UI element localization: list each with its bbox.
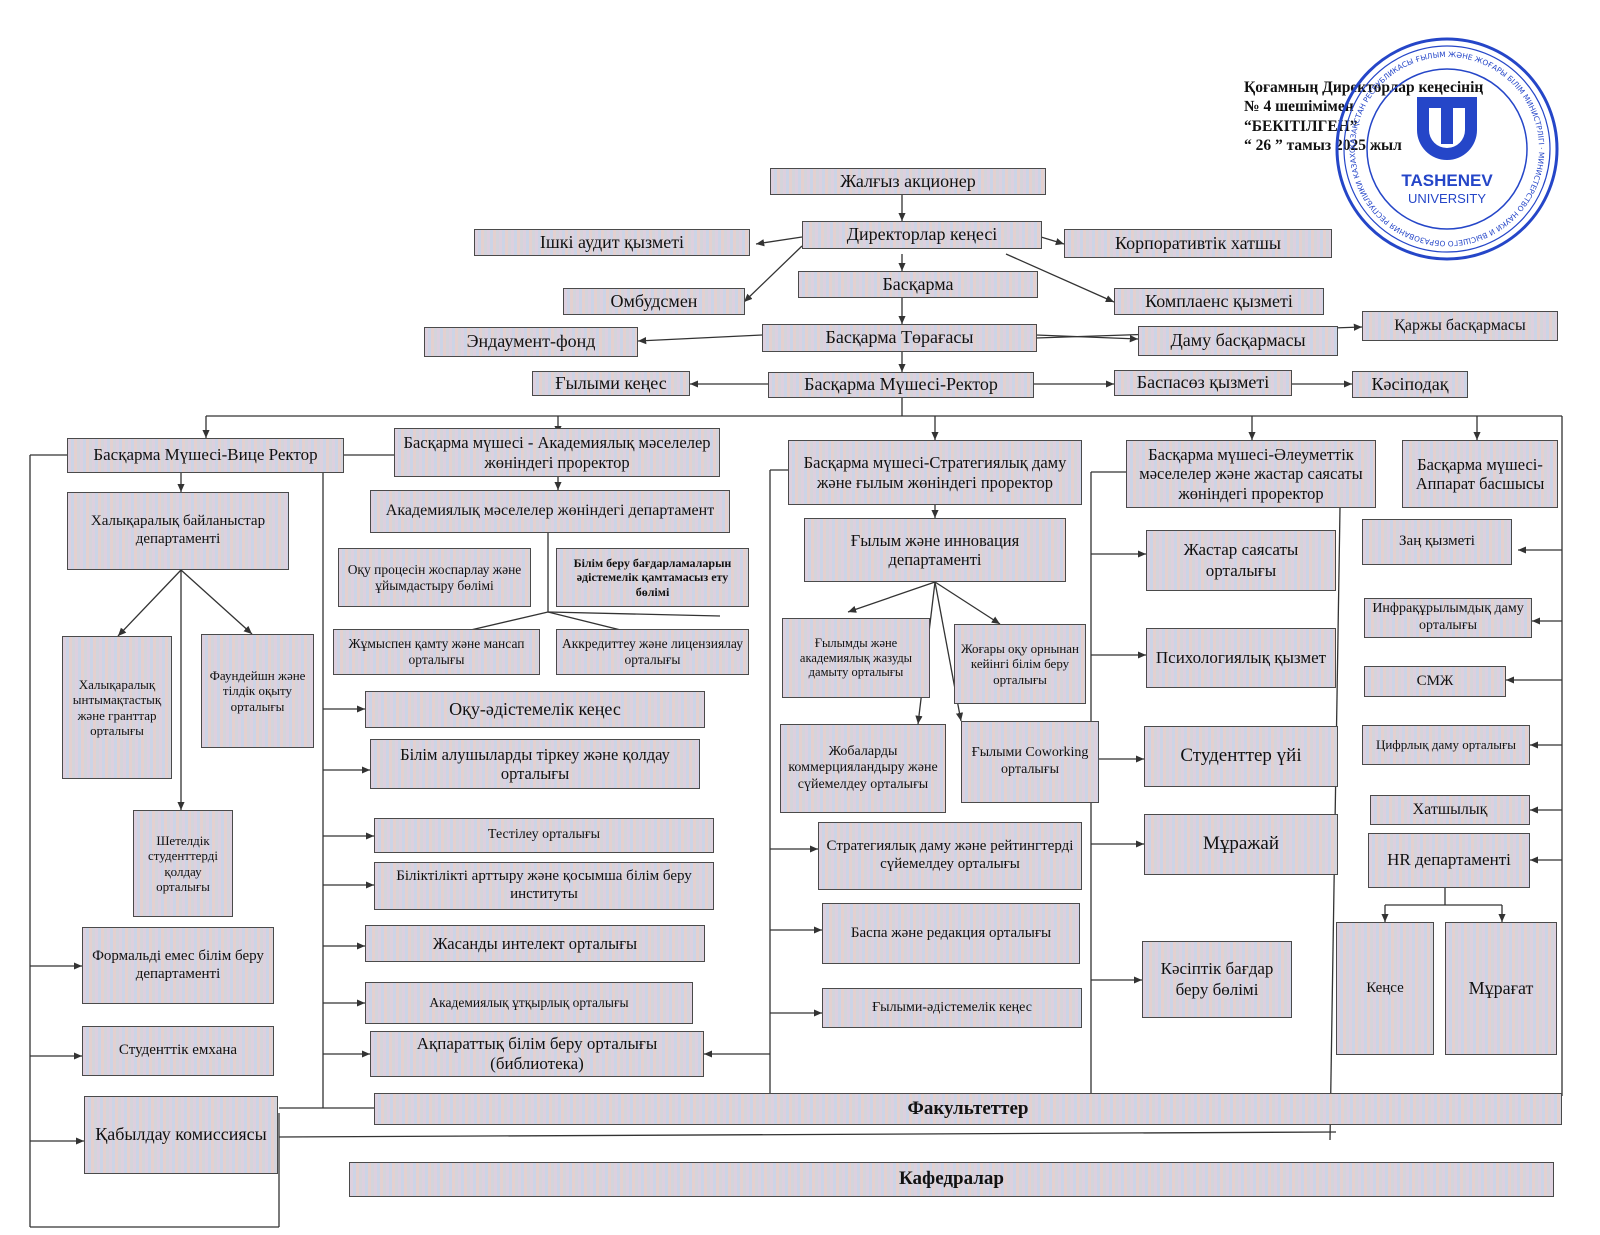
box-academic-writing: Ғылымды және академиялық жазуды дамыту о… [782, 618, 930, 698]
box-youth-policy: Жастар саясаты орталығы [1146, 530, 1336, 591]
box-infrastructure-development: Инфрақұрылымдық даму орталығы [1364, 598, 1532, 638]
box-digital-development: Цифрлық даму орталығы [1362, 725, 1530, 765]
box-project-commercialization: Жобаларды коммерцияландыру және сүйемелд… [780, 724, 946, 813]
box-information-library: Ақпараттық білім беру орталығы (библиоте… [370, 1031, 704, 1077]
box-qualification-institute: Біліктілікті арттыру және қосымша білім … [374, 862, 714, 910]
box-nonformal-education: Формальді емес білім беру департаменті [82, 927, 274, 1004]
box-apparatus-head: Басқарма мүшесі-Аппарат басшысы [1402, 440, 1558, 508]
box-international-relations: Халықаралық байланыстар департаменті [67, 492, 289, 570]
box-student-dormitory: Студенттер үйі [1144, 726, 1338, 787]
box-education-programs: Білім беру бағдарламаларын әдістемелік қ… [556, 548, 749, 607]
box-compliance-service: Комплаенс қызметі [1114, 288, 1324, 315]
box-vice-rector: Басқарма Мүшесі-Вице Ректор [67, 438, 344, 473]
box-faculties: Факультеттер [374, 1093, 1562, 1125]
box-academic-department: Академиялық мәселелер жөніндегі департам… [370, 490, 730, 533]
stamp-ring-text: ҚАЗАҚСТАН РЕСПУБЛИКАСЫ ҒЫЛЫМ ЖӘНЕ ЖОҒАРЫ… [1333, 35, 1546, 248]
box-international-cooperation: Халықаралық ынтымақтастық және гранттар … [62, 636, 172, 779]
box-publishing-center: Баспа және редакция орталығы [822, 903, 1080, 964]
box-employment-career: Жұмыспен қамту және мансап орталығы [333, 629, 540, 675]
line-chairman-endowment [637, 334, 763, 345]
box-testing-center: Тестілеу орталығы [374, 818, 714, 853]
box-development-department: Даму басқармасы [1138, 326, 1338, 356]
approval-line-3: “БЕКІТІЛГЕН” [1244, 117, 1358, 135]
box-sole-shareholder: Жалғыз акционер [770, 168, 1046, 195]
line-chairman-development [1035, 334, 1139, 343]
box-career-guidance: Кәсіптік бағдар беру бөлімі [1142, 941, 1292, 1018]
box-secretariat: Хатшылық [1370, 795, 1530, 825]
box-strategic-development-ratings: Стратегиялық даму және рейтингтерді сүйе… [818, 822, 1082, 890]
box-education-planning: Оқу процесін жоспарлау және ұйымдастыру … [338, 548, 531, 607]
box-academic-mobility: Академиялық ұтқырлық орталығы [365, 982, 693, 1024]
box-academic-prorector: Басқарма мүшесі - Академиялық мәселелер … [394, 428, 720, 477]
box-ombudsman: Омбудсмен [563, 288, 745, 315]
box-psychological-service: Психологиялық қызмет [1146, 628, 1336, 688]
approval-line-2: № 4 шешімімен [1244, 98, 1354, 116]
box-methodological-council: Оқу-әдістемелік кеңес [365, 691, 705, 728]
line-board-compliance [1005, 253, 1115, 303]
line-board-secretary [1040, 236, 1065, 246]
svg-text:ҚАЗАҚСТАН РЕСПУБЛИКАСЫ ҒЫЛЫМ Ж: ҚАЗАҚСТАН РЕСПУБЛИКАСЫ ҒЫЛЫМ ЖӘНЕ ЖОҒАРЫ… [1333, 35, 1546, 248]
box-management-board: Басқарма [798, 271, 1038, 298]
box-board-of-directors: Директорлар кеңесі [802, 221, 1042, 249]
box-legal-service: Заң қызметі [1362, 519, 1512, 565]
box-science-innovation: Ғылым және инновация департаменті [804, 518, 1066, 582]
university-logo-icon [1417, 97, 1477, 160]
box-foundation-language: Фаундейшн және тілдік оқыту орталығы [201, 634, 314, 748]
approval-line-4: “ 26 ” тамыз 2025 жыл [1244, 137, 1402, 155]
box-board-chairman: Басқарма Төрағасы [762, 324, 1037, 352]
box-strategic-prorector: Басқарма мүшесі-Стратегиялық даму және ғ… [788, 440, 1082, 505]
box-endowment-fund: Эндаумент-фонд [424, 327, 638, 357]
box-archive: Мұрағат [1445, 922, 1557, 1055]
box-foreign-students-support: Шетелдік студенттерді қолдау орталығы [133, 810, 233, 917]
box-admission-commission: Қабылдау комиссиясы [84, 1096, 278, 1174]
box-accreditation: Аккредиттеу және лицензиялау орталығы [556, 629, 749, 675]
box-trade-union: Кәсіподақ [1352, 371, 1468, 398]
box-qms: СМЖ [1364, 666, 1506, 697]
box-hr-department: HR департаменті [1368, 833, 1530, 888]
box-scientific-coworking: Ғылыми Coworking орталығы [961, 721, 1099, 803]
box-departments: Кафедралар [349, 1162, 1554, 1197]
box-finance-department: Қаржы басқармасы [1362, 311, 1558, 341]
box-postgraduate-education: Жоғары оқу орнынан кейінгі білім беру ор… [954, 624, 1086, 704]
stamp-logo-name: TASHENEV [1401, 171, 1493, 190]
box-corporate-secretary: Корпоративтік хатшы [1064, 229, 1332, 258]
stamp-logo-sub: UNIVERSITY [1408, 191, 1486, 206]
box-social-prorector: Басқарма мүшесі-Әлеуметтік мәселелер жән… [1126, 440, 1376, 508]
box-museum: Мұражай [1144, 814, 1338, 875]
box-student-registration: Білім алушыларды тіркеу және қолдау орта… [370, 739, 700, 789]
box-student-clinic: Студенттік емхана [82, 1026, 274, 1076]
box-scientific-methodological-council: Ғылыми-әдістемелік кеңес [822, 988, 1082, 1028]
line-board-audit [755, 236, 803, 247]
line-board-ombudsman [743, 245, 803, 303]
box-rector: Басқарма Мүшесі-Ректор [768, 372, 1034, 398]
box-office: Кеңсе [1336, 922, 1434, 1055]
box-press-service: Баспасөз қызметі [1114, 370, 1292, 396]
university-stamp: ҚАЗАҚСТАН РЕСПУБЛИКАСЫ ҒЫЛЫМ ЖӘНЕ ЖОҒАРЫ… [1333, 35, 1559, 261]
box-internal-audit: Ішкі аудит қызметі [474, 229, 750, 256]
box-ai-center: Жасанды интелект орталығы [365, 925, 705, 962]
box-scientific-council: Ғылыми кеңес [532, 371, 690, 396]
